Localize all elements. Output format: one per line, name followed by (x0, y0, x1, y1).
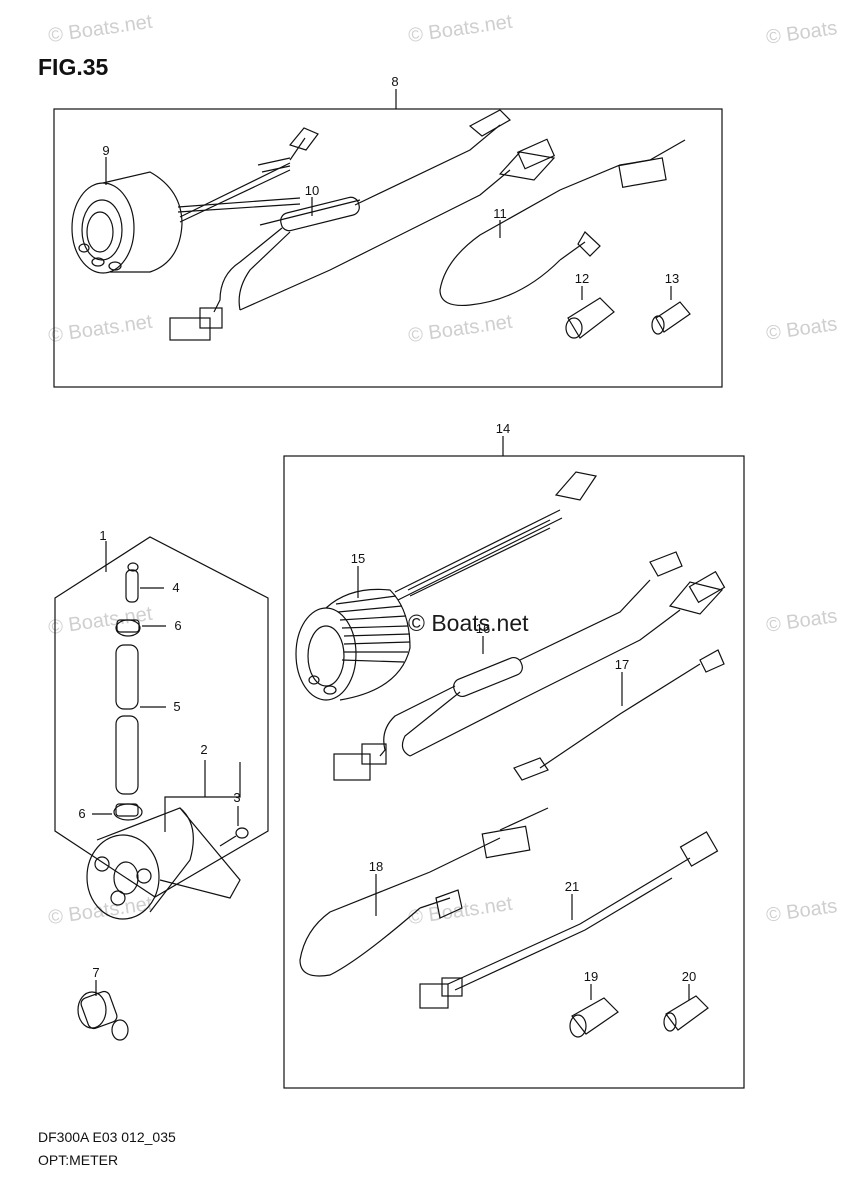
callout-number: 14 (496, 421, 510, 436)
leader-line (164, 762, 241, 832)
hose-5 (115, 644, 139, 795)
part-4-cap (125, 562, 139, 603)
kit-14-frame (283, 455, 745, 1089)
callout-number: 11 (493, 206, 507, 221)
fitting-12 (565, 297, 615, 339)
callout-number: 9 (102, 143, 109, 158)
bracket-2 (86, 807, 241, 920)
callout-number: 13 (665, 271, 679, 286)
cable-11 (439, 139, 686, 307)
callout-number: 10 (305, 183, 319, 198)
callout-number: 17 (615, 657, 629, 672)
callout-number: 3 (233, 790, 240, 805)
callout-number: 12 (575, 271, 589, 286)
callout-number: 16 (476, 621, 490, 636)
gauge-meter-9 (71, 127, 319, 274)
callout-number: 6 (78, 806, 85, 821)
fitting-19 (569, 997, 619, 1038)
cable-17 (513, 649, 725, 781)
callout-number: 18 (369, 859, 383, 874)
model-code: DF300A E03 012_035 (38, 1129, 176, 1145)
watermark-center: © Boats.net (408, 610, 529, 636)
figure-title: FIG.35 (38, 54, 109, 80)
harness-16 (333, 551, 726, 781)
screw-3 (219, 827, 249, 847)
callout-number: 15 (351, 551, 365, 566)
callout-number: 4 (172, 580, 179, 595)
callout-number: 8 (391, 74, 398, 89)
callout-number: 21 (565, 879, 579, 894)
kit-1-frame (54, 536, 269, 898)
gauge-meter-15 (295, 471, 597, 701)
kit-8-frame (53, 108, 723, 388)
callout-number: 2 (200, 742, 207, 757)
clamp-6-upper (115, 619, 141, 637)
cable-18 (299, 807, 549, 977)
callout-number: 19 (584, 969, 598, 984)
clamp-6-lower (113, 803, 143, 821)
figure-name: OPT:METER (38, 1152, 119, 1168)
callout-number: 6 (174, 618, 181, 633)
callout-number: 7 (92, 965, 99, 980)
callout-number: 5 (173, 699, 180, 714)
harness-10 (169, 109, 556, 341)
cable-21 (419, 831, 719, 1009)
fitting-7 (77, 990, 129, 1041)
callout-number: 20 (682, 969, 696, 984)
fitting-20 (663, 995, 709, 1032)
callout-number: 1 (99, 528, 106, 543)
fitting-13 (651, 301, 691, 335)
